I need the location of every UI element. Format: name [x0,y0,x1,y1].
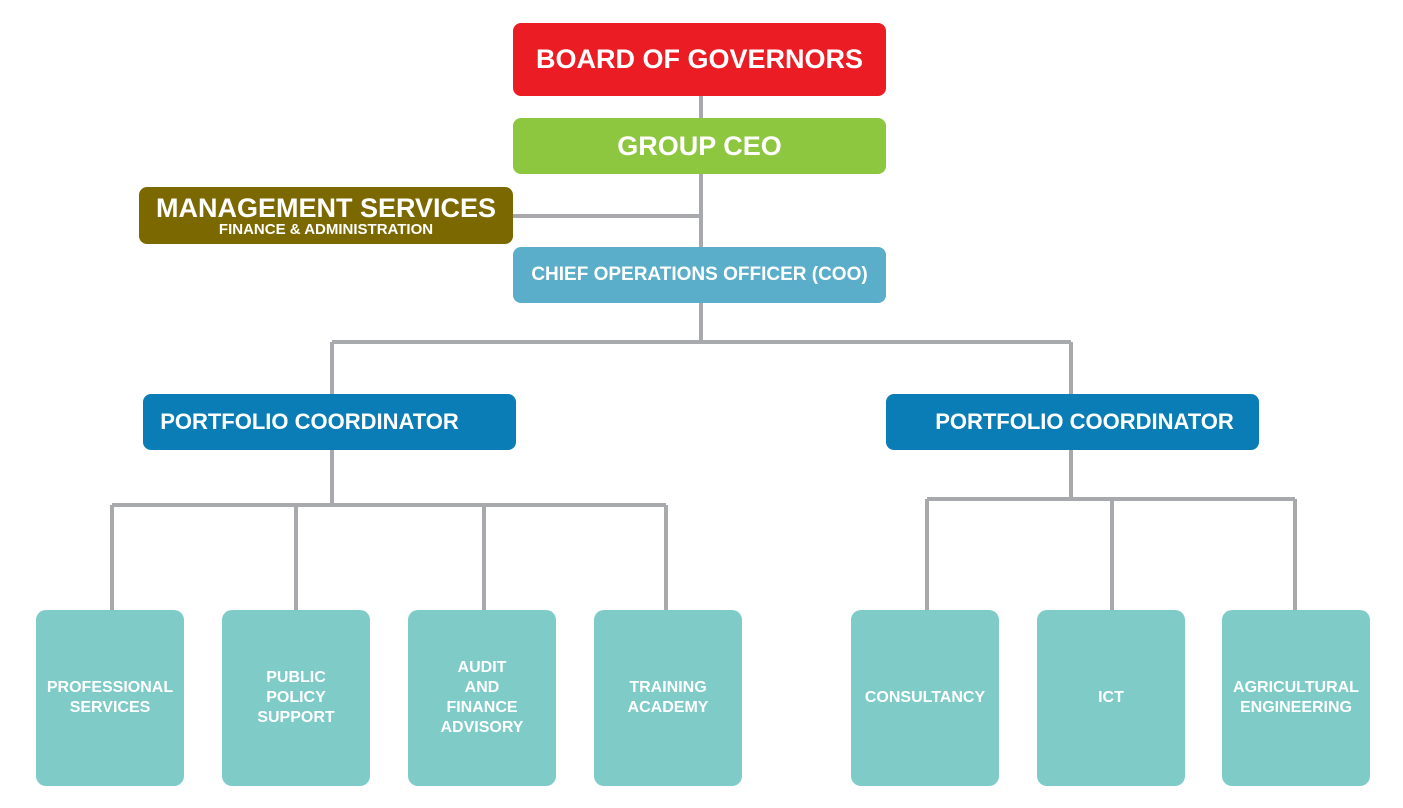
portfolio-coordinator-right-label: PORTFOLIO COORDINATOR [935,409,1234,434]
dept-professional-services: PROFESSIONAL SERVICES [36,610,184,786]
dept-label-line: ADVISORY [440,719,524,736]
dept-label-line: POLICY [266,689,326,706]
group-ceo-box: GROUP CEO [513,118,886,174]
coo-label: CHIEF OPERATIONS OFFICER (COO) [531,264,868,285]
management-subtitle: FINANCE & ADMINISTRATION [218,220,434,238]
dept-label-line: PUBLIC [266,669,326,686]
dept-label-line: ACADEMY [627,699,709,716]
management-services-box: MANAGEMENT SERVICES FINANCE & ADMINISTRA… [139,187,513,244]
dept-label-line: SUPPORT [257,709,335,726]
dept-audit-finance-advisory: AUDIT AND FINANCE ADVISORY [408,610,556,786]
portfolio-coordinator-left-label: PORTFOLIO COORDINATOR [160,409,459,434]
dept-label-line: AGRICULTURAL [1233,679,1359,696]
dept-label-line: AND [464,679,500,696]
coo-box: CHIEF OPERATIONS OFFICER (COO) [513,247,886,303]
dept-label-line: SERVICES [69,699,151,716]
dept-training-academy: TRAINING ACADEMY [594,610,742,786]
dept-agricultural-engineering: AGRICULTURAL ENGINEERING [1222,610,1370,786]
portfolio-coordinator-right-box: PORTFOLIO COORDINATOR [886,394,1259,450]
board-of-governors-box: BOARD OF GOVERNORS [513,23,886,96]
management-title: MANAGEMENT SERVICES [155,192,497,223]
portfolio-coordinator-left-box: PORTFOLIO COORDINATOR [143,394,516,450]
dept-label-line: ENGINEERING [1239,699,1352,716]
ceo-label: GROUP CEO [617,130,782,161]
dept-label-line: TRAINING [629,679,707,696]
dept-label-line: ICT [1098,689,1124,706]
dept-label-line: PROFESSIONAL [46,679,174,696]
board-label: BOARD OF GOVERNORS [535,44,864,74]
dept-consultancy: CONSULTANCY [851,610,999,786]
dept-ict: ICT [1037,610,1185,786]
dept-label-line: CONSULTANCY [864,689,986,706]
dept-public-policy-support: PUBLIC POLICY SUPPORT [222,610,370,786]
dept-label-line: AUDIT [457,659,507,676]
dept-label-line: FINANCE [446,699,518,716]
